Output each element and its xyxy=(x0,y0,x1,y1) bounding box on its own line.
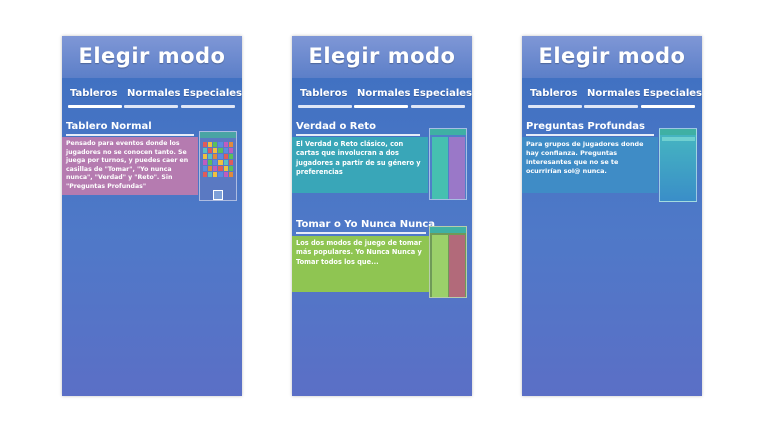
header: Elegir modo xyxy=(522,36,702,78)
mode-tabs: Tableros Normales Especiales xyxy=(292,88,472,108)
tab-underline xyxy=(411,105,465,108)
tab-underline xyxy=(124,105,178,108)
tab-label: Tableros xyxy=(300,88,348,99)
mode-tabs: Tableros Normales Especiales xyxy=(62,88,242,108)
section-title-verdad-o-reto: Verdad o Reto xyxy=(296,121,376,132)
tab-label: Normales xyxy=(127,88,181,99)
mode-description: Los dos modos de juego de tomar más popu… xyxy=(296,239,422,266)
tab-underline xyxy=(528,105,582,108)
section-divider xyxy=(296,232,426,234)
tab-especiales[interactable]: Especiales xyxy=(181,88,242,108)
tab-especiales[interactable]: Especiales xyxy=(641,88,702,108)
tab-label: Tableros xyxy=(530,88,578,99)
page-title: Elegir modo xyxy=(78,44,226,68)
tab-underline xyxy=(68,105,122,108)
tab-tableros[interactable]: Tableros xyxy=(528,88,582,108)
cards-preview-preguntas xyxy=(659,128,697,202)
tab-underline xyxy=(298,105,352,108)
tab-underline xyxy=(181,105,235,108)
screen-tableros: Elegir modo Tableros Normales Especiales… xyxy=(62,36,242,396)
section-title-tablero-normal: Tablero Normal xyxy=(66,121,152,132)
screen-normales: Elegir modo Tableros Normales Especiales… xyxy=(292,36,472,396)
tab-normales[interactable]: Normales xyxy=(584,88,641,108)
card-columns-icon xyxy=(449,137,465,199)
tab-tableros[interactable]: Tableros xyxy=(68,88,122,108)
mode-description: Para grupos de jugadores donde hay confi… xyxy=(526,140,644,175)
tab-underline xyxy=(584,105,638,108)
tab-tableros[interactable]: Tableros xyxy=(298,88,352,108)
mode-card-preguntas-profundas[interactable]: Para grupos de jugadores donde hay confi… xyxy=(522,137,658,193)
card-columns-icon xyxy=(449,235,465,297)
dice-icon xyxy=(213,190,223,200)
header: Elegir modo xyxy=(62,36,242,78)
preview-header xyxy=(430,129,466,135)
preview-header xyxy=(660,129,696,135)
tab-underline xyxy=(641,105,695,108)
card-columns-icon xyxy=(432,235,448,297)
page-title: Elegir modo xyxy=(308,44,456,68)
board-grid-icon xyxy=(203,142,233,177)
cards-preview-verdad-reto xyxy=(429,128,467,200)
mode-tabs: Tableros Normales Especiales xyxy=(522,88,702,108)
mode-description: Pensado para eventos donde los jugadores… xyxy=(66,140,189,190)
page-title: Elegir modo xyxy=(538,44,686,68)
tab-normales[interactable]: Normales xyxy=(354,88,411,108)
preview-header xyxy=(430,227,466,233)
cards-preview-tomar xyxy=(429,226,467,298)
tab-underline xyxy=(354,105,408,108)
section-title-tomar-yo-nunca: Tomar o Yo Nunca Nunca xyxy=(296,219,436,230)
tab-label: Especiales xyxy=(413,88,472,99)
section-divider xyxy=(526,134,654,136)
card-columns-icon xyxy=(432,137,448,199)
mode-description: El Verdad o Reto clásico, con cartas que… xyxy=(296,140,421,177)
section-title-preguntas-profundas: Preguntas Profundas xyxy=(526,121,645,132)
mode-card-verdad-o-reto[interactable]: El Verdad o Reto clásico, con cartas que… xyxy=(292,137,428,193)
card-columns-icon xyxy=(662,137,695,141)
mode-card-tablero-normal[interactable]: Pensado para eventos donde los jugadores… xyxy=(62,137,198,195)
tab-label: Tableros xyxy=(70,88,118,99)
tab-label: Normales xyxy=(587,88,641,99)
tab-label: Normales xyxy=(357,88,411,99)
preview-header xyxy=(200,132,236,138)
board-preview xyxy=(199,131,237,201)
screen-especiales: Elegir modo Tableros Normales Especiales… xyxy=(522,36,702,396)
tab-label: Especiales xyxy=(183,88,242,99)
header: Elegir modo xyxy=(292,36,472,78)
section-divider xyxy=(296,134,420,136)
section-divider xyxy=(66,134,194,136)
mode-card-tomar-yo-nunca[interactable]: Los dos modos de juego de tomar más popu… xyxy=(292,236,430,292)
tab-especiales[interactable]: Especiales xyxy=(411,88,472,108)
tab-label: Especiales xyxy=(643,88,702,99)
tab-normales[interactable]: Normales xyxy=(124,88,181,108)
